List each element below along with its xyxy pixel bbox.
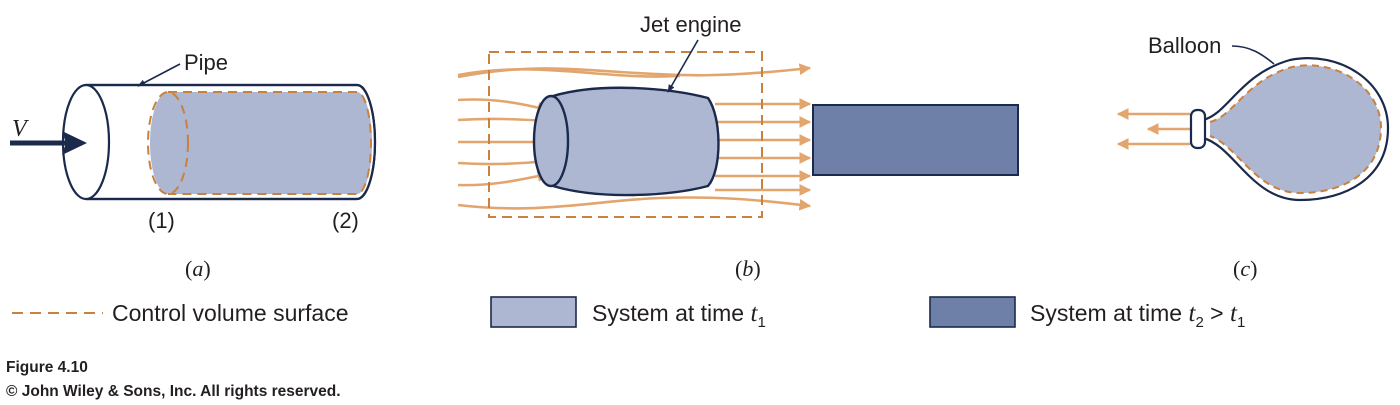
legend-system-t1-swatch [490, 296, 577, 328]
jet-engine-leader [667, 39, 699, 93]
pipe-label: Pipe [184, 50, 228, 75]
section-1-label: (1) [148, 208, 175, 233]
balloon-label: Balloon [1148, 33, 1221, 58]
legend-control-volume-label: Control volume surface [112, 300, 349, 326]
balloon-leader [1231, 45, 1275, 65]
legend-system-t1-label: System at time t1 [592, 300, 766, 331]
caption-a: (a) [185, 256, 211, 281]
jet-engine-label: Jet engine [640, 12, 742, 37]
figure-copyright: © John Wiley & Sons, Inc. All rights res… [6, 383, 341, 400]
escaping-air-arrows [1116, 108, 1190, 150]
caption-b: (b) [735, 256, 761, 281]
section-2-label: (2) [332, 208, 359, 233]
legend: Control volume surface System at time t1… [12, 296, 1245, 331]
panel-c: Balloon (c) [1116, 33, 1390, 281]
velocity-label: V [12, 116, 29, 142]
legend-system-t2-swatch [929, 296, 1016, 328]
control-volume-pipe [168, 91, 372, 195]
system-t2-block [812, 104, 1019, 176]
figure-number: Figure 4.10 [6, 359, 88, 376]
control-volume-balloon [1209, 64, 1383, 195]
panel-a: V Pipe (1) (2) (a) [10, 50, 377, 281]
system-region-pipe [168, 92, 372, 194]
jet-engine [551, 86, 720, 197]
pipe-leader [137, 63, 181, 87]
balloon-system [1210, 65, 1381, 193]
system-region-pipe-inlet [150, 92, 186, 194]
velocity-arrowhead [62, 131, 87, 155]
engine-inlet [532, 94, 570, 188]
control-volume-engine [488, 51, 763, 218]
balloon-neck [1189, 108, 1207, 150]
panel-b: Jet engine (b) [457, 12, 1019, 281]
legend-system-t2-label: System at time t2 > t1 [1030, 300, 1245, 331]
caption-c: (c) [1233, 256, 1257, 281]
control-volume-section-1 [147, 91, 189, 195]
